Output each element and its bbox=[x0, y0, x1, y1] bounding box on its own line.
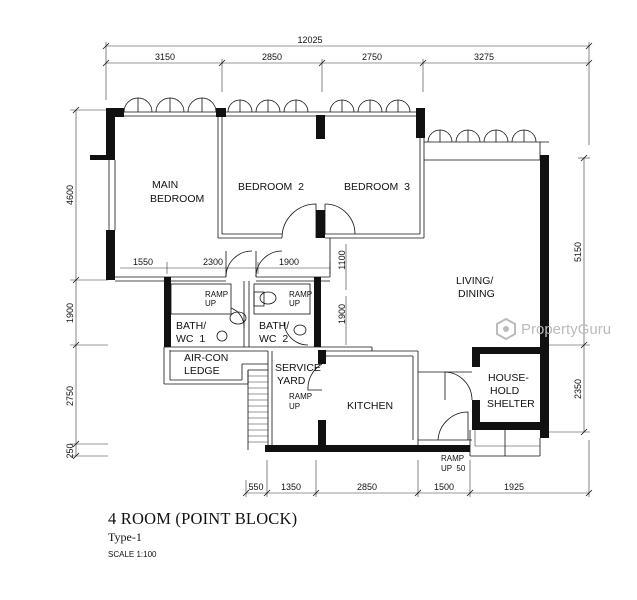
room-labels: MAIN BEDROOM BEDROOM 2 BEDROOM 3 LIVING/… bbox=[150, 179, 535, 473]
aircon-label-2: LEDGE bbox=[184, 365, 220, 377]
dim-left-4: 250 bbox=[65, 443, 75, 458]
dim-inner-1100: 1100 bbox=[337, 250, 347, 269]
ramp-service-2: UP bbox=[289, 402, 300, 411]
plan-scale: SCALE 1:100 bbox=[108, 550, 157, 559]
shelter-label-3: SHELTER bbox=[487, 398, 535, 410]
bedroom-2-label: BEDROOM 2 bbox=[238, 181, 304, 193]
dim-top-1: 3150 bbox=[155, 52, 175, 62]
windows bbox=[123, 97, 537, 143]
shelter-label-1: HOUSE- bbox=[488, 372, 529, 384]
ramp-entry-2: UP 50 bbox=[441, 464, 466, 473]
bedroom-3-label: BEDROOM 3 bbox=[344, 181, 410, 193]
dim-inner-2300: 2300 bbox=[203, 257, 223, 267]
main-bedroom-label-2: BEDROOM bbox=[150, 193, 204, 205]
ramp-service-1: RAMP bbox=[289, 392, 312, 401]
dim-left-2: 1900 bbox=[65, 303, 75, 323]
living-label-1: LIVING/ bbox=[456, 275, 493, 287]
dim-top-2: 2850 bbox=[262, 52, 282, 62]
ramp-bath1-1: RAMP bbox=[205, 290, 228, 299]
dim-right-1: 5150 bbox=[573, 242, 583, 262]
dim-left-3: 2750 bbox=[65, 386, 75, 406]
kitchen-label: KITCHEN bbox=[347, 400, 393, 412]
shelter-label-2: HOLD bbox=[490, 385, 520, 397]
service-yard-label-1: SERVICE bbox=[275, 362, 321, 374]
walls bbox=[90, 108, 549, 452]
living-label-2: DINING bbox=[458, 288, 495, 300]
ramp-entry-1: RAMP bbox=[441, 454, 464, 463]
plan-title: 4 ROOM (POINT BLOCK) bbox=[108, 509, 298, 528]
dim-inner-1900a: 1900 bbox=[279, 257, 299, 267]
dim-bottom-5: 1925 bbox=[504, 482, 524, 492]
dim-left-1: 4600 bbox=[65, 185, 75, 205]
doors bbox=[225, 203, 473, 441]
watermark-text: PropertyGuru bbox=[521, 320, 612, 338]
dimension-ticks bbox=[72, 42, 593, 497]
dim-bottom-3: 2850 bbox=[357, 482, 377, 492]
dim-inner-1900b: 1900 bbox=[337, 304, 347, 324]
watermark: PropertyGuru bbox=[495, 318, 611, 340]
plan-subtitle: Type-1 bbox=[108, 530, 142, 544]
ramp-bath1-2: UP bbox=[205, 299, 216, 308]
dim-top-4: 3275 bbox=[474, 52, 494, 62]
ramp-bath2-2: UP bbox=[289, 299, 300, 308]
aircon-label-1: AIR-CON bbox=[184, 352, 228, 364]
bath1-label-2: WC 1 bbox=[176, 333, 205, 345]
dim-bottom-2: 1350 bbox=[281, 482, 301, 492]
dim-bottom-4: 1500 bbox=[434, 482, 454, 492]
outlines bbox=[108, 111, 549, 457]
bath2-label-2: WC 2 bbox=[259, 333, 288, 345]
dim-bottom-1: 550 bbox=[248, 482, 263, 492]
dimension-labels: 12025 3150 2850 2750 3275 4600 1900 2750… bbox=[65, 35, 583, 492]
propertyguru-logo-icon bbox=[496, 318, 516, 340]
dim-overall: 12025 bbox=[297, 35, 322, 45]
dim-right-2: 2350 bbox=[573, 379, 583, 399]
main-bedroom-label-1: MAIN bbox=[152, 179, 178, 191]
dim-top-3: 2750 bbox=[362, 52, 382, 62]
bath1-label-1: BATH/ bbox=[176, 320, 206, 332]
service-yard-label-2: YARD bbox=[277, 375, 306, 387]
dim-inner-1550: 1550 bbox=[133, 257, 153, 267]
bath2-label-1: BATH/ bbox=[259, 320, 289, 332]
ramp-bath2-1: RAMP bbox=[289, 290, 312, 299]
